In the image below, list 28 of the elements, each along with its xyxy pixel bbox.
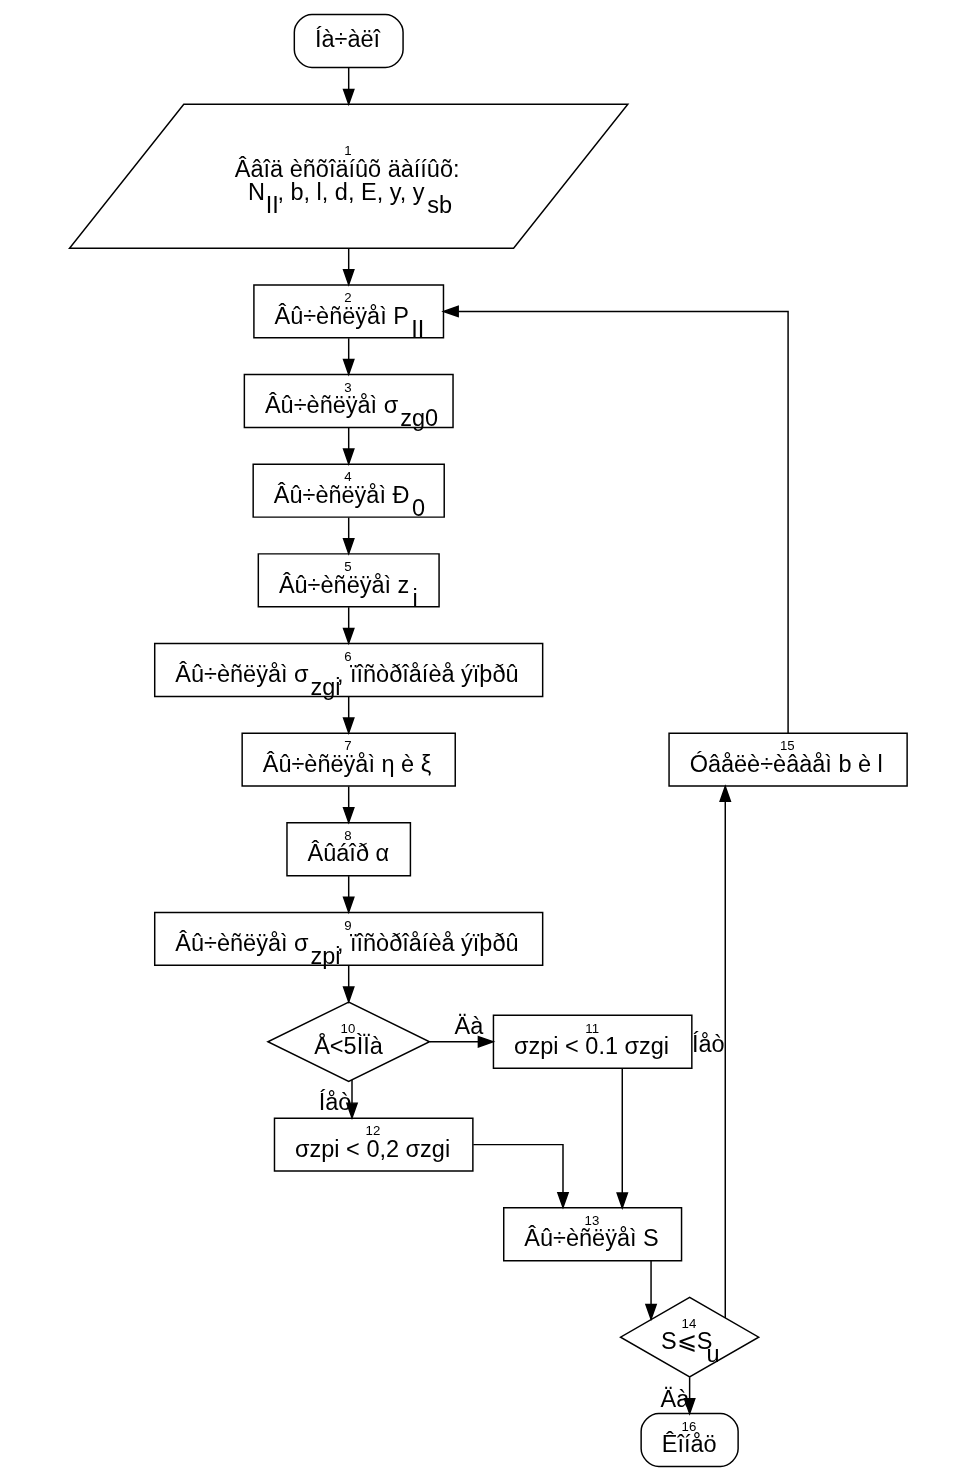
arrow (342, 247, 355, 287)
arrow (342, 606, 355, 646)
edge-label: Íåò (691, 1030, 725, 1057)
arrow (440, 305, 789, 734)
node-box: 11 σzpi < 0.1 σzgi (492, 1014, 693, 1069)
node-box: Íà÷àëî (293, 13, 404, 69)
arrow (342, 66, 355, 107)
arrow (342, 785, 355, 825)
node-box: 13 Âû÷èñëÿåì S (502, 1207, 682, 1262)
arrow (472, 1143, 569, 1210)
node-box: 7 Âû÷èñëÿåì η è ξ (240, 732, 456, 787)
node-box: 8 Âûáîð α (285, 822, 411, 877)
node-box: 12 σzpi < 0,2 σzgi (273, 1117, 474, 1172)
arrow (342, 337, 355, 377)
node-box: 15 Óâåëè÷èâàåì b è l (667, 732, 908, 787)
node-diamond: 10 Å<5ÌÏà (265, 1001, 431, 1083)
arrow (342, 964, 355, 1004)
arrow (644, 1260, 657, 1322)
edge-label: Íåò (318, 1089, 351, 1116)
arrow (718, 784, 731, 1319)
arrow (615, 1067, 628, 1210)
arrow (428, 1035, 495, 1048)
arrow (342, 875, 355, 915)
arrow (342, 696, 355, 735)
node-box: 16 Êîíåö (639, 1412, 739, 1468)
arrow (342, 427, 355, 467)
arrow (342, 516, 355, 556)
edge-label: Äà (453, 1013, 483, 1040)
